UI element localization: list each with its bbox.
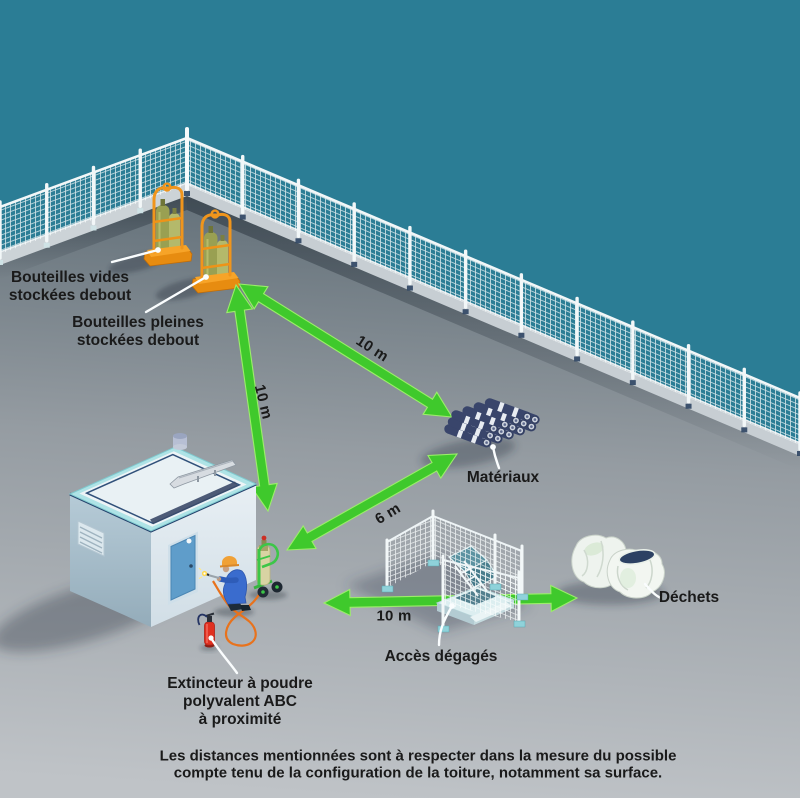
- pipe-band: [456, 427, 464, 439]
- pipe-end-hole: [488, 434, 492, 437]
- welding-cart: [253, 535, 283, 598]
- mesh-panel: [387, 516, 433, 588]
- parapet-shadow-left: [0, 196, 187, 279]
- fence-post-foot: [43, 242, 50, 248]
- pipe-end-hole: [507, 433, 511, 436]
- fence-mesh: [187, 138, 800, 445]
- pipe-band: [463, 413, 471, 425]
- fence-post-foot: [518, 332, 525, 338]
- pipe: [473, 402, 521, 426]
- pipe-end-hole: [496, 437, 500, 440]
- worker-face: [222, 565, 230, 573]
- pipe-end-hole: [485, 441, 488, 444]
- worker: [216, 555, 251, 611]
- fence-post-foot: [295, 238, 302, 244]
- pipe-end-hole: [522, 422, 525, 425]
- leader-lines: [110, 248, 663, 675]
- pipe: [444, 424, 492, 448]
- roof-groove: [150, 481, 238, 524]
- pipe-end-hole: [533, 418, 537, 421]
- pipe-end-hole: [514, 419, 518, 422]
- extinguisher-hose: [197, 613, 208, 626]
- fence-post-foot: [574, 356, 581, 362]
- work-area: [197, 535, 283, 648]
- parapet-right: [187, 183, 800, 456]
- door-handle: [189, 564, 193, 568]
- chimney-vent: [173, 433, 187, 450]
- fence-post-foot: [741, 427, 748, 433]
- fence-top-rail: [186, 136, 800, 400]
- pipe-band: [460, 420, 468, 432]
- fence-post-foot: [0, 260, 3, 265]
- pipe-band: [474, 409, 483, 421]
- pipe: [462, 406, 510, 430]
- fence-post-foot: [239, 214, 246, 220]
- helmet: [221, 555, 237, 567]
- arrow-workarea-materials: [285, 453, 459, 551]
- fence-post-foot: [797, 451, 800, 456]
- materials-stack: [444, 398, 540, 448]
- pipe-band: [474, 426, 482, 437]
- roof-plank: [169, 459, 237, 489]
- pipe-band: [470, 433, 479, 444]
- pipe-end-hole: [530, 425, 533, 428]
- welding-torch: [198, 567, 220, 580]
- wall-vent-grille: [77, 520, 105, 557]
- waste-bags: [571, 534, 665, 599]
- access-hatch-enclosure: [381, 509, 529, 633]
- fence-post-foot: [685, 403, 692, 409]
- pipe-band: [497, 401, 505, 413]
- fence-post-foot: [137, 208, 144, 214]
- fence-post-foot: [629, 380, 636, 386]
- pipe: [451, 410, 499, 434]
- distance-arrows: [225, 283, 579, 617]
- door-lamp: [186, 538, 192, 544]
- guardrail-fence: [0, 127, 800, 456]
- fence-post-foot: [90, 225, 97, 231]
- pipe-band: [477, 419, 486, 430]
- pipe: [447, 417, 495, 441]
- fence-post-foot: [184, 191, 190, 196]
- pipe-band: [489, 415, 497, 426]
- fence-post-foot: [351, 261, 358, 267]
- fence-post-foot: [462, 309, 469, 315]
- pipe-end-hole: [492, 427, 495, 430]
- mesh-posts: [385, 509, 524, 632]
- pipe-end-hole: [525, 415, 529, 418]
- fence-post-foot: [406, 285, 413, 291]
- bottle-valve: [261, 535, 267, 541]
- panel-feet: [381, 559, 529, 633]
- pipe-band: [511, 407, 519, 418]
- pipe-band: [500, 411, 508, 422]
- leader-dots: [155, 247, 496, 641]
- pipe-end-hole: [511, 426, 514, 429]
- parapet-shadow-right: [187, 196, 800, 470]
- arrow-bottles-workarea: [225, 283, 279, 513]
- pipe-end-hole: [503, 423, 507, 426]
- pipe-end-hole: [500, 430, 503, 433]
- pipe-band: [485, 405, 494, 417]
- pipe-end-hole: [518, 429, 522, 432]
- pipe: [484, 398, 532, 422]
- door: [168, 531, 198, 605]
- mesh-panel: [443, 560, 519, 622]
